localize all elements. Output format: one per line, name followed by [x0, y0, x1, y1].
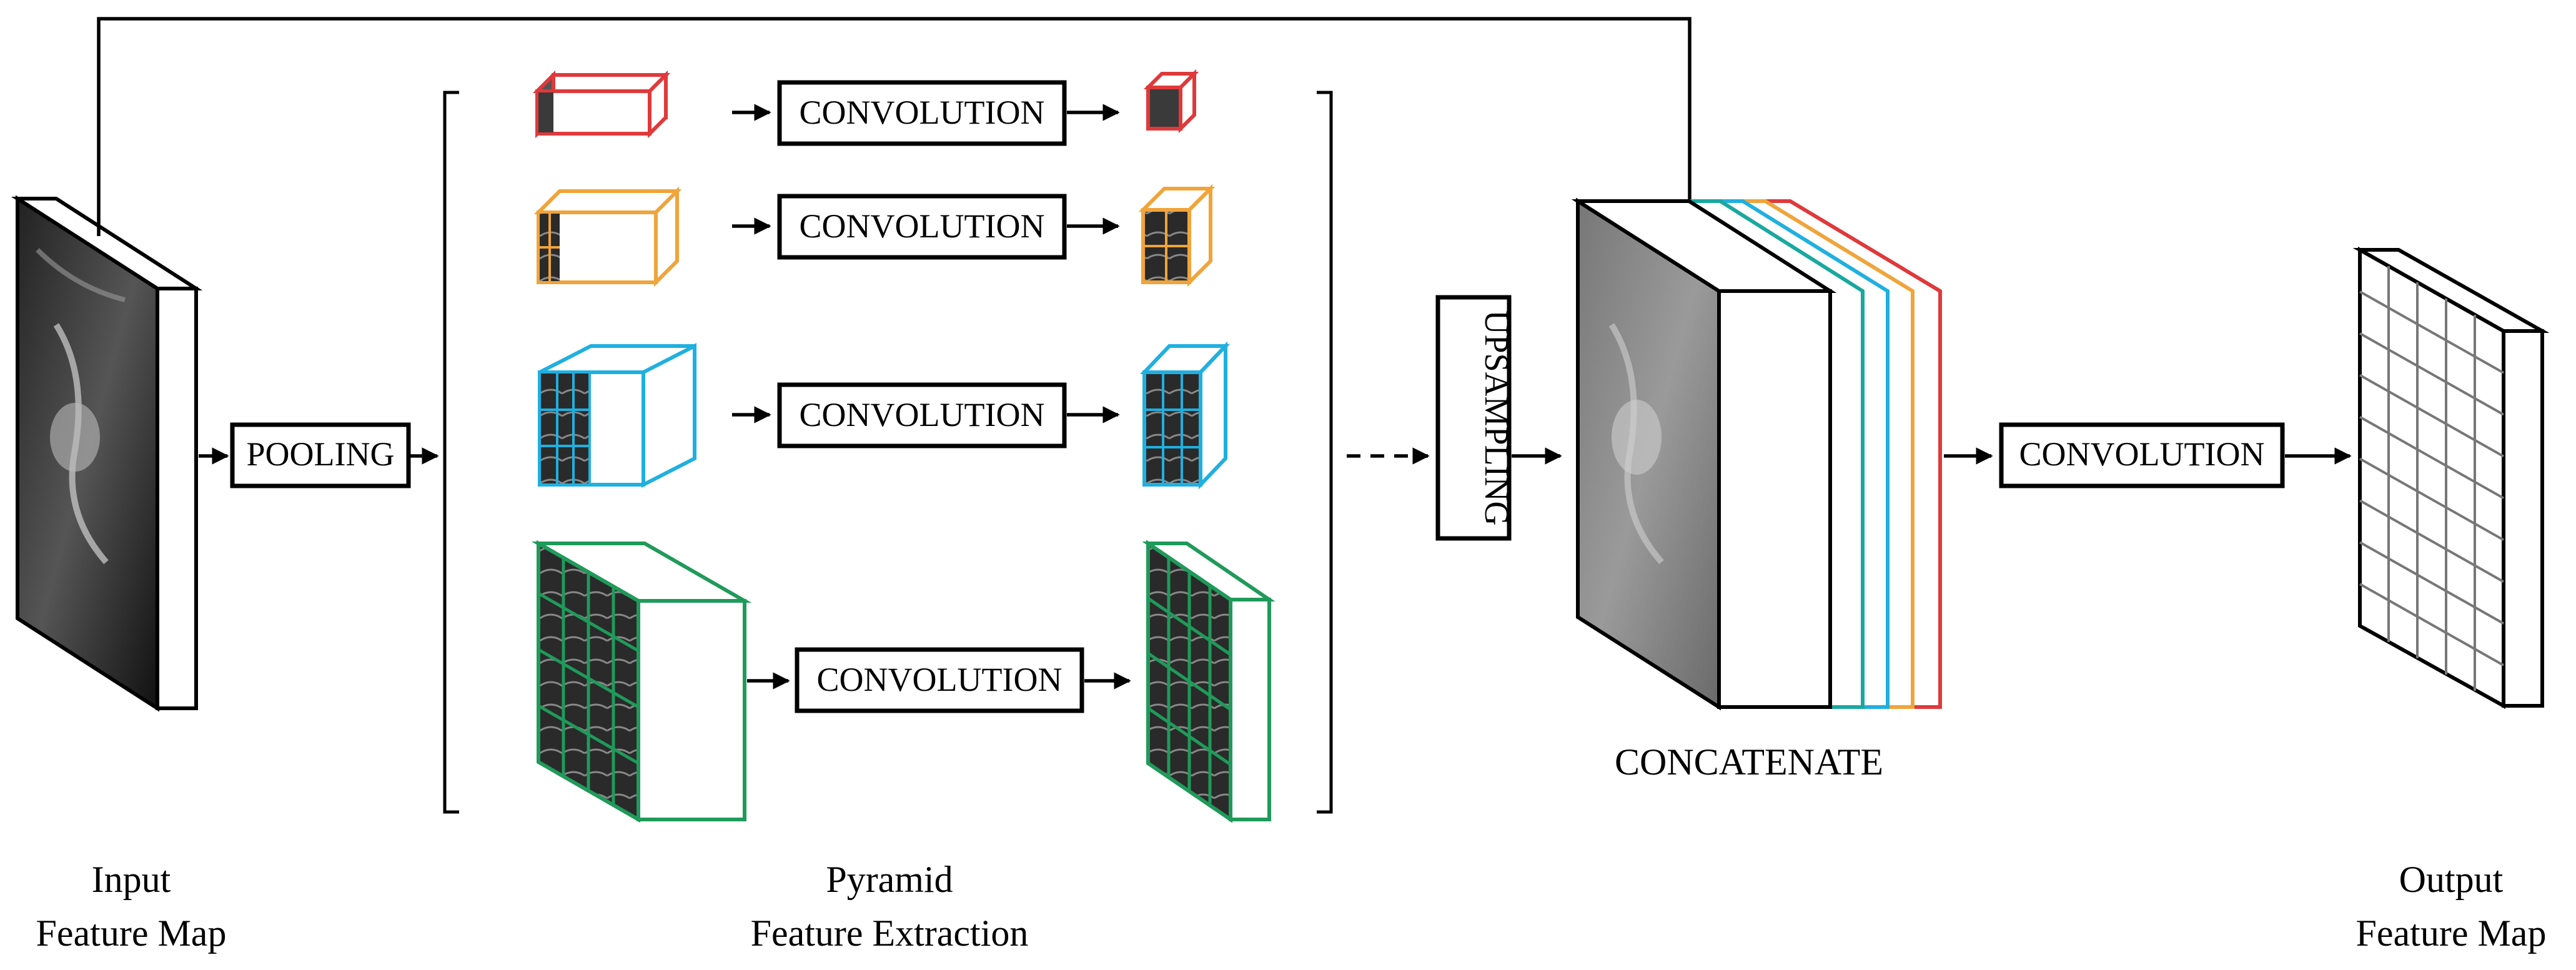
- caption-output-line2: Feature Map: [2356, 913, 2547, 954]
- convolution-box-final: CONVOLUTION: [1999, 422, 2285, 488]
- blue-feature-cube-input: [538, 343, 696, 488]
- caption-input-line1: Input: [92, 859, 171, 900]
- input-feature-map: [11, 195, 203, 712]
- pyramid-level-blue: CONVOLUTION: [538, 341, 1230, 490]
- output-grid-row-line: [2359, 541, 2504, 625]
- caption-pyramid-line1: Pyramid: [826, 859, 953, 900]
- convolution-box-orange: CONVOLUTION: [777, 194, 1067, 260]
- caption-input-line2: Feature Map: [36, 913, 227, 954]
- output-grid-row-line: [2359, 457, 2504, 542]
- pooling-label: POOLING: [247, 435, 395, 473]
- output-grid-row-line: [2359, 332, 2504, 416]
- caption-input: Input Feature Map: [36, 859, 227, 954]
- convolution-label-orange: CONVOLUTION: [800, 207, 1045, 245]
- skip-connection-arrow: [97, 17, 1698, 257]
- green-feature-cube-output: [1142, 540, 1276, 823]
- pooling-box: POOLING: [230, 422, 411, 488]
- pyramid-level-red: CONVOLUTION: [532, 69, 1199, 146]
- convolution-label-red: CONVOLUTION: [800, 94, 1045, 131]
- caption-output: Output Feature Map: [2356, 859, 2547, 954]
- output-grid-row-line: [2359, 374, 2504, 458]
- output-grid-row-line: [2359, 583, 2504, 666]
- concatenate-stack: [1571, 197, 1942, 711]
- red-feature-cube-input: [532, 70, 671, 139]
- blue-feature-cube-output: [1140, 341, 1230, 490]
- upsampling-label: UPSAMPLING: [1478, 310, 1515, 525]
- red-feature-cube-output: [1143, 69, 1199, 134]
- output-feature-map: [2352, 246, 2550, 710]
- pyramid-level-orange: CONVOLUTION: [533, 184, 1216, 287]
- output-grid-row-line: [2359, 499, 2504, 583]
- pyramid-bracket-right: [1317, 91, 1333, 814]
- convolution-box-red: CONVOLUTION: [777, 80, 1067, 146]
- convolution-box-green: CONVOLUTION: [795, 647, 1084, 713]
- green-feature-cube-input: [531, 540, 752, 823]
- concat-block-side: [1717, 289, 1832, 709]
- upsampling-box: UPSAMPLING: [1435, 295, 1515, 541]
- caption-pyramid: Pyramid Feature Extraction: [751, 859, 1029, 954]
- caption-output-line1: Output: [2399, 859, 2504, 900]
- orange-feature-cube-output: [1138, 184, 1216, 287]
- concatenate-label: CONCATENATE: [1615, 741, 1883, 783]
- caption-pyramid-line2: Feature Extraction: [751, 913, 1029, 954]
- convolution-label-blue: CONVOLUTION: [800, 396, 1045, 433]
- orange-feature-cube-input: [533, 186, 682, 287]
- convolution-label-final: CONVOLUTION: [2019, 435, 2265, 473]
- convolution-label-green: CONVOLUTION: [817, 661, 1063, 698]
- output-grid-row-line: [2359, 415, 2504, 500]
- convolution-box-blue: CONVOLUTION: [777, 382, 1067, 448]
- pyramid-level-green: CONVOLUTION: [531, 540, 1276, 823]
- output-grid-row-line: [2359, 290, 2504, 374]
- pyramid-bracket-left: [443, 91, 459, 814]
